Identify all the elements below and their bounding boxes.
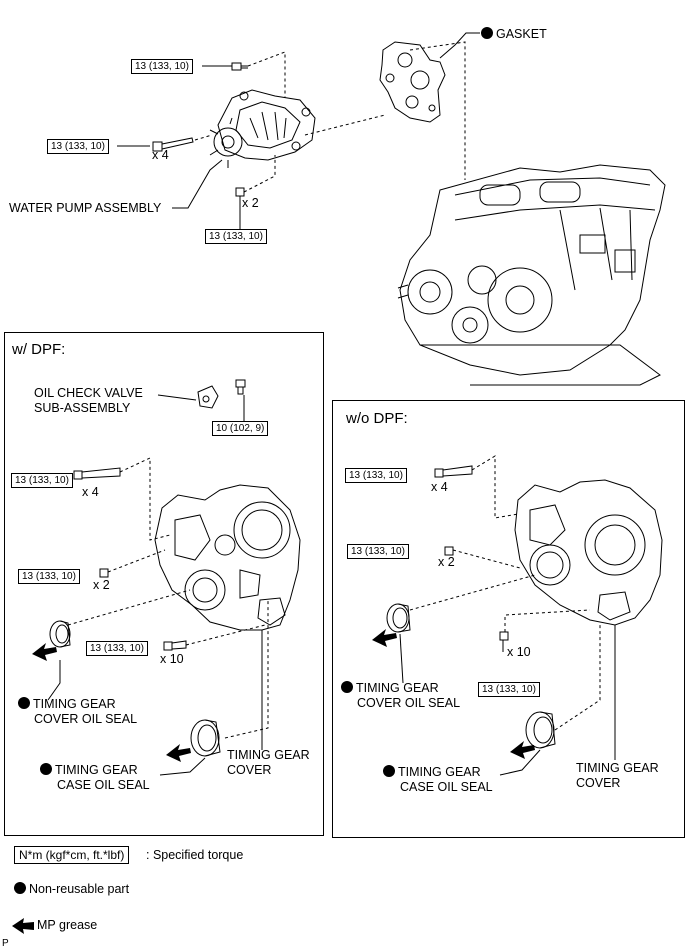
qty-right-a: x 4 — [431, 480, 448, 494]
nut-pump — [235, 187, 245, 197]
left-cover-seal-label-2: COVER OIL SEAL — [34, 712, 138, 726]
torque-left-a: 13 (133, 10) — [11, 473, 73, 488]
torque-pump-long: 13 (133, 10) — [47, 139, 109, 154]
right-case-seal-text-1: TIMING GEAR — [398, 765, 481, 779]
timing-cover-seal-right-drawing — [386, 603, 411, 633]
grease-arrow-icon — [32, 643, 57, 661]
legend-nonreusable-text: Non-reusable part — [29, 882, 130, 896]
legend-nonreusable: Non-reusable part — [14, 882, 129, 896]
gasket-label: GASKET — [481, 27, 547, 42]
qty-pump-nut: x 2 — [242, 196, 259, 210]
qty-right-c: x 10 — [507, 645, 531, 659]
right-cover-seal-label-2: COVER OIL SEAL — [357, 696, 461, 710]
oil-check-valve-label-2: SUB-ASSEMBLY — [34, 401, 131, 415]
nonreusable-dot-icon — [40, 763, 52, 775]
left-cover-label-2: COVER — [227, 763, 272, 777]
torque-oil-check-valve: 10 (102, 9) — [212, 421, 269, 436]
with-dpf-title: w/ DPF: — [12, 341, 66, 358]
torque-pump-nut: 13 (133, 10) — [205, 229, 267, 244]
nonreusable-dot-icon — [341, 681, 353, 693]
engine-block-drawing — [397, 164, 666, 386]
qty-pump-long: x 4 — [152, 148, 169, 162]
nonreusable-dot-icon — [14, 882, 26, 894]
right-case-seal-label-2: CASE OIL SEAL — [400, 780, 493, 794]
right-cover-label-1: TIMING GEAR — [576, 761, 659, 775]
oil-check-valve-drawing — [197, 379, 246, 409]
right-cover-seal-text-1: TIMING GEAR — [356, 681, 439, 695]
grease-arrow-icon — [166, 744, 191, 762]
legend-torque-desc: : Specified torque — [146, 848, 244, 862]
torque-left-c: 13 (133, 10) — [86, 641, 148, 656]
qty-left-c: x 10 — [160, 652, 184, 666]
timing-cover-seal-left-drawing — [49, 620, 71, 648]
grease-arrow-icon — [12, 918, 34, 934]
nonreusable-dot-icon — [18, 697, 30, 709]
right-case-seal-label-1: TIMING GEAR — [383, 765, 481, 780]
timing-cover-left-drawing — [154, 484, 301, 631]
corner-mark: P — [2, 938, 9, 949]
qty-left-a: x 4 — [82, 485, 99, 499]
left-cover-seal-label-1: TIMING GEAR — [18, 697, 116, 712]
torque-right-c: 13 (133, 10) — [478, 682, 540, 697]
gasket-text: GASKET — [496, 27, 547, 41]
grease-arrow-icon — [372, 629, 397, 647]
torque-left-b: 13 (133, 10) — [18, 569, 80, 584]
torque-right-b: 13 (133, 10) — [347, 544, 409, 559]
without-dpf-panel — [332, 400, 685, 838]
without-dpf-title: w/o DPF: — [346, 410, 408, 427]
water-pump-label: WATER PUMP ASSEMBLY — [9, 201, 162, 215]
qty-right-b: x 2 — [438, 555, 455, 569]
right-cover-seal-label-1: TIMING GEAR — [341, 681, 439, 696]
left-case-seal-label-2: CASE OIL SEAL — [57, 778, 150, 792]
left-case-seal-label-1: TIMING GEAR — [40, 763, 138, 778]
bolt-pump-top — [231, 62, 248, 71]
left-cover-seal-text-1: TIMING GEAR — [33, 697, 116, 711]
qty-left-b: x 2 — [93, 578, 110, 592]
left-cover-label-1: TIMING GEAR — [227, 748, 310, 762]
bolt-pump-long — [152, 137, 194, 152]
legend-grease: MP grease — [37, 918, 98, 932]
left-case-seal-text-1: TIMING GEAR — [55, 763, 138, 777]
with-dpf-panel — [4, 332, 324, 836]
right-cover-label-2: COVER — [576, 776, 621, 790]
torque-right-a: 13 (133, 10) — [345, 468, 407, 483]
nonreusable-dot-icon — [383, 765, 395, 777]
legend-torque-box: N*m (kgf*cm, ft.*lbf) — [14, 846, 130, 864]
timing-case-seal-right-drawing — [525, 711, 556, 749]
oil-check-valve-label-1: OIL CHECK VALVE — [34, 386, 143, 400]
water-pump-drawing — [209, 89, 316, 168]
gasket-drawing — [379, 41, 446, 123]
nonreusable-dot-icon — [481, 27, 493, 39]
torque-pump-top: 13 (133, 10) — [131, 59, 193, 74]
timing-case-seal-left-drawing — [190, 719, 221, 757]
grease-arrow-icon — [510, 741, 535, 759]
timing-cover-right-drawing — [514, 479, 663, 626]
